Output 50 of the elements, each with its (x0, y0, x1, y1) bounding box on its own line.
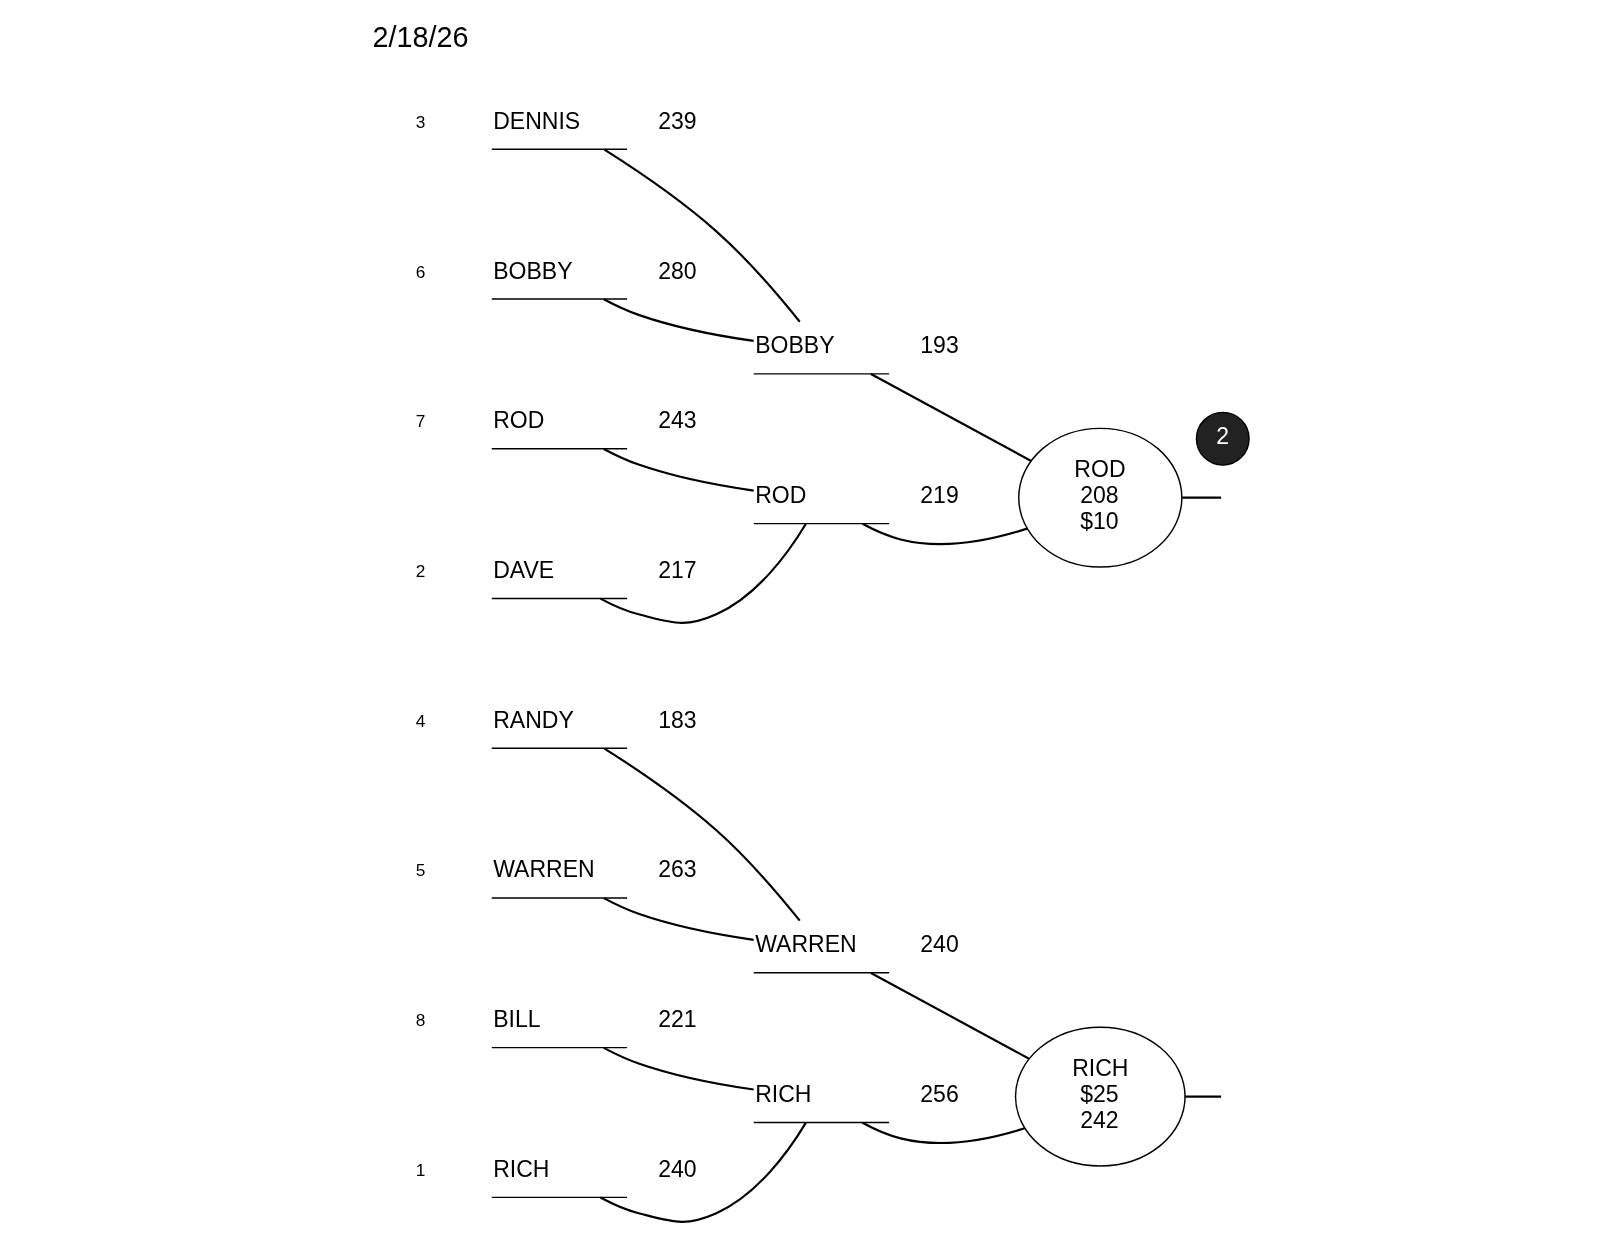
node-label: 7 (415, 411, 425, 432)
connector (602, 447, 754, 492)
label: 2/18/26 (371, 21, 469, 54)
node-label: 217 (657, 557, 697, 584)
node-label: 2 (415, 561, 425, 582)
node-text: WARREN (492, 856, 595, 883)
node-label: 221 (657, 1006, 697, 1033)
node-label: 240 (919, 931, 959, 958)
node-text: WARREN (754, 931, 857, 958)
node-label: 219 (919, 482, 959, 509)
connector (1181, 496, 1221, 499)
connector (602, 298, 754, 342)
node-text: ROD (754, 482, 806, 509)
node-label: 8 (415, 1010, 425, 1031)
node-text: DAVE (492, 557, 554, 584)
connector (599, 1122, 807, 1223)
connector (861, 522, 1027, 546)
connector (603, 148, 801, 323)
node-label: 243 (657, 407, 697, 434)
node-label: 1 (415, 1159, 425, 1180)
node-ellipse: RICH $25 242 (1014, 1026, 1186, 1167)
connector (599, 523, 807, 624)
node-label: 5 (415, 860, 425, 881)
node-text: RICH (492, 1155, 549, 1182)
node-text: BOBBY (492, 257, 573, 284)
node-label: 256 (919, 1081, 959, 1108)
node-text: ROD (492, 407, 544, 434)
node-text: RANDY (492, 706, 574, 733)
connector (861, 1121, 1025, 1144)
node-text: RICH (754, 1081, 811, 1108)
node-label: 263 (657, 856, 697, 883)
node-label: 183 (657, 706, 697, 733)
node-text: BILL (492, 1006, 541, 1033)
node-label: 6 (415, 261, 425, 282)
node-label: 239 (657, 107, 697, 134)
connector (1184, 1095, 1221, 1098)
node-label: 3 (415, 111, 425, 132)
node-label: 4 (415, 710, 425, 731)
connector (603, 747, 801, 922)
node-ellipse: ROD 208 $10 (1017, 427, 1183, 568)
label: 2 (1215, 423, 1229, 450)
connector (602, 1046, 754, 1091)
connector (602, 897, 754, 941)
node-text: BOBBY (754, 332, 835, 359)
node-label: 193 (919, 332, 959, 359)
node-label: 240 (657, 1155, 697, 1182)
connector (869, 373, 1032, 462)
connector (869, 972, 1030, 1060)
node-text: DENNIS (492, 107, 580, 134)
node-label: 280 (657, 257, 697, 284)
